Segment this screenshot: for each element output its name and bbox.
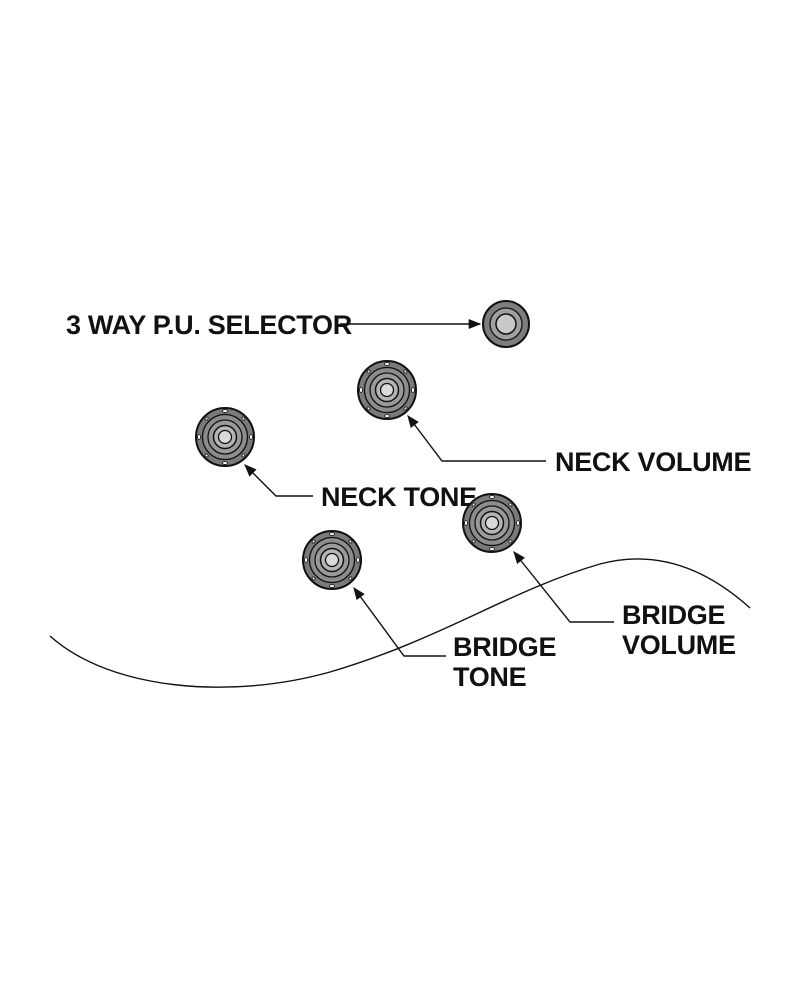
bridge-volume-knob xyxy=(462,493,522,553)
bridge-volume-label-line2: VOLUME xyxy=(622,630,736,660)
neck-tone-leader-arrow xyxy=(244,464,313,497)
bridge-volume-leader-arrow xyxy=(513,551,614,623)
bridge-tone-label-line1: BRIDGE xyxy=(453,632,556,662)
bridge-volume-label-line1: BRIDGE xyxy=(622,600,725,630)
neck-volume-leader-arrow xyxy=(407,414,546,462)
bridge-tone-leader-arrow xyxy=(353,586,446,657)
pickup-selector-switch xyxy=(482,300,530,348)
selector-label: 3 WAY P.U. SELECTOR xyxy=(66,310,352,340)
neck-volume-label: NECK VOLUME xyxy=(555,447,751,477)
guitar-body-outline xyxy=(49,558,751,688)
neck-tone-label: NECK TONE xyxy=(321,482,477,512)
bridge-tone-label-line2: TONE xyxy=(453,662,526,692)
neck-volume-knob xyxy=(357,360,417,420)
bridge-tone-knob xyxy=(302,530,362,590)
neck-tone-knob xyxy=(195,407,255,467)
